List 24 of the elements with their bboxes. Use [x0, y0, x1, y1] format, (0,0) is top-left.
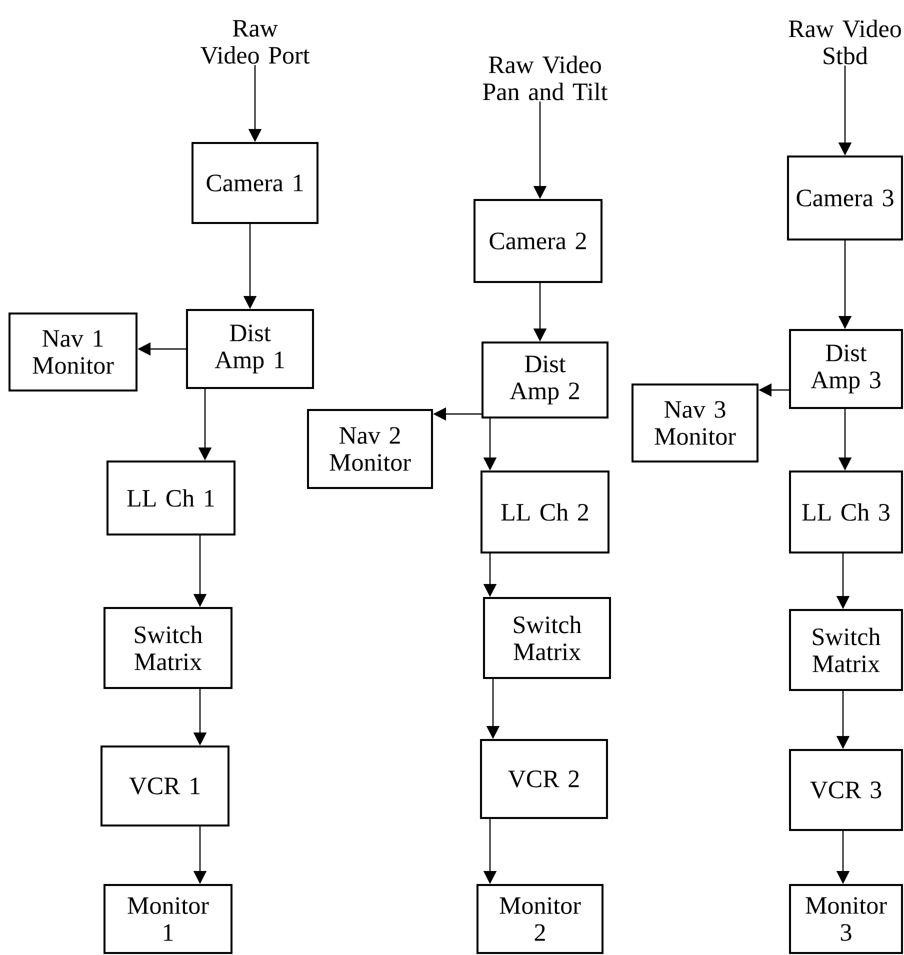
source-label: Raw Video Pan and Tilt [482, 56, 608, 100]
device-box: VCR 3 [789, 749, 903, 831]
device-box: Switch Matrix [789, 609, 903, 691]
device-box: Camera 2 [474, 199, 602, 283]
device-box: VCR 2 [480, 739, 608, 819]
device-box: LL Ch 3 [789, 470, 903, 554]
device-box: Switch Matrix [104, 607, 232, 689]
device-box: LL Ch 2 [480, 470, 610, 554]
device-box: Dist Amp 3 [789, 329, 903, 409]
device-box: Dist Amp 1 [186, 309, 314, 389]
source-label: Raw Video Port [200, 20, 310, 64]
device-box: Switch Matrix [483, 597, 611, 679]
device-box: Camera 3 [787, 156, 903, 240]
device-box: Nav 2 Monitor [307, 409, 433, 489]
device-box: Monitor 1 [104, 884, 232, 954]
device-box: VCR 1 [100, 746, 230, 826]
device-box: Camera 1 [192, 142, 318, 224]
source-label: Raw Video Stbd [788, 20, 901, 64]
device-box: Dist Amp 2 [482, 342, 608, 418]
device-box: Nav 3 Monitor [632, 384, 758, 462]
device-box: LL Ch 1 [106, 460, 236, 536]
device-box: Nav 1 Monitor [8, 312, 138, 392]
device-box: Monitor 2 [476, 884, 604, 954]
device-box: Monitor 3 [789, 884, 903, 954]
